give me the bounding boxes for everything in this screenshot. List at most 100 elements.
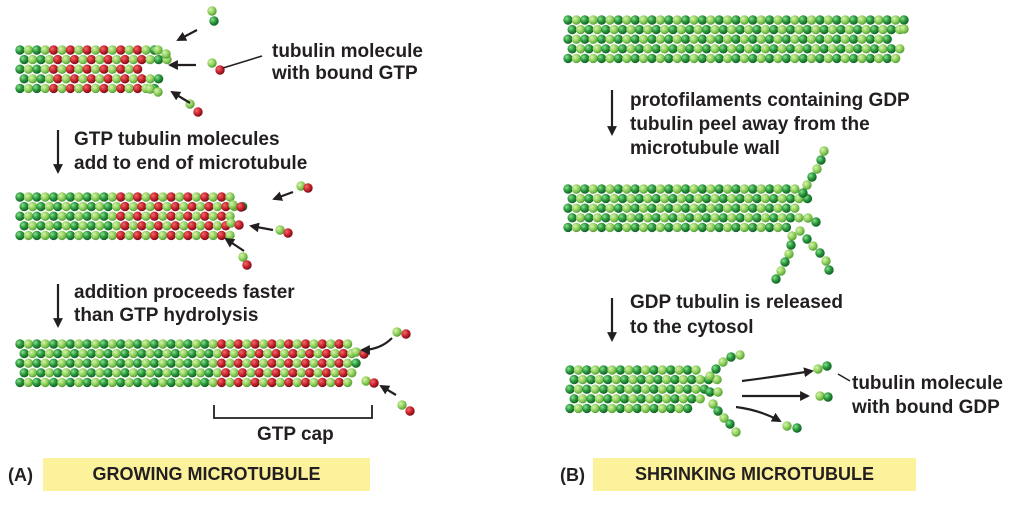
tubulin-subunit [756,53,766,64]
tubulin-subunit [23,192,34,202]
tubulin-subunit [69,201,80,212]
gtp-subunit [334,358,344,368]
gtp-subunit [69,54,80,65]
tubulin-subunit [563,53,573,64]
gtp-subunit [170,201,181,212]
tubulin-subunit [786,240,796,250]
tubulin-subunit [326,358,336,368]
gtp-subunit [120,201,130,212]
tubulin-subunit [865,53,876,64]
tubulin-subunit [685,44,695,54]
tubulin-subunit [878,44,888,54]
tubulin-subunit [23,339,34,349]
gtp-subunit [200,192,210,202]
tubulin-subunit [74,211,84,221]
tubulin-subunit [594,394,605,404]
gtp-subunit [166,211,176,221]
tubulin-subunit [680,222,691,233]
tubulin-subunit [649,384,659,394]
tubulin-subunit [99,192,109,202]
tubulin-subunit [82,377,92,388]
tubulin-subunit [689,203,699,213]
tubulin-subunit [670,394,680,404]
tubulin-subunit [132,377,143,388]
gtp-subunit [267,339,277,349]
tubulin-subunit [19,368,29,378]
tubulin-subunit [592,193,603,204]
gtp-subunit [82,83,92,94]
tubulin-subunit [613,15,624,25]
tubulin-subunit [225,377,235,388]
tubulin-subunit [209,16,219,26]
tubulin-subunit [640,384,651,394]
tubulin-subunit [153,348,164,359]
tubulin-subunit [229,368,239,378]
tubulin-subunit [351,347,361,357]
tubulin-subunit [605,203,615,213]
tubulin-subunit [15,358,25,368]
tubulin-subunit [792,423,802,433]
gtp-subunit [216,377,227,388]
tubulin-subunit [40,45,50,55]
tubulin-subunit [822,361,832,371]
tubulin-subunit [605,222,615,233]
tubulin-subunit [44,54,55,65]
tubulin-subunit [861,44,871,54]
tubulin-subunit [145,201,155,212]
tubulin-subunit [695,394,705,404]
tubulin-subunit [790,53,800,64]
tubulin-subunit [701,24,712,35]
tubulin-subunit [107,230,118,241]
tubulin-subunit [246,348,256,359]
panel-a-letter: (A) [8,465,33,485]
tubulin-subunit [111,201,122,212]
tubulin-subunit [622,222,632,233]
tubulin-subunit [874,34,884,44]
tubulin-subunit [124,83,134,94]
tubulin-subunit [819,44,829,54]
tubulin-subunit [764,203,775,213]
tubulin-subunit [65,339,76,349]
tubulin-subunit [174,339,185,349]
tubulin-subunit [107,211,118,221]
tubulin-subunit [90,64,101,74]
tubulin-subunit [53,201,63,212]
tubulin-subunit [200,377,210,388]
tubulin-subunit [685,24,695,35]
tubulin-subunit [57,377,67,388]
tubulin-subunit [812,164,822,174]
gtp-subunit [300,377,311,388]
tubulin-subunit [714,222,724,233]
tubulin-subunit [861,24,871,35]
tubulin-subunit [697,184,708,194]
tubulin-subunit [649,403,659,414]
tubulin-subunit [208,211,218,221]
gtp-subunit [48,83,59,94]
panel-b-title: SHRINKING MICROTUBULE [593,458,916,491]
tubulin-subunit [802,24,813,35]
tubulin-subunit [258,377,269,388]
tubulin-subunit [588,15,598,25]
gtp-subunit [303,183,313,193]
tubulin-subunit [275,225,285,235]
step-a1-line-1: GTP tubulin molecules [74,129,280,150]
tubulin-subunit [718,44,729,54]
tubulin-subunit [636,394,647,404]
tubulin-subunit [626,193,636,204]
tubulin-subunit [208,230,218,241]
tubulin-subunit [628,394,638,404]
tubulin-subunit [674,403,684,414]
tubulin-subunit [74,230,84,241]
tubulin-subunit [575,44,586,54]
gtp-subunit [405,406,415,416]
tubulin-subunit [588,222,598,233]
tubulin-subunit [882,15,892,25]
tubulin-subunit [90,83,101,94]
gtp-subunit [236,202,246,212]
tubulin-subunit [664,203,674,213]
tubulin-subunit [27,74,38,84]
tubulin-subunit [174,211,185,221]
tubulin-subunit [36,201,46,212]
tubulin-subunit [798,188,808,198]
gtp-subunit [237,348,248,359]
